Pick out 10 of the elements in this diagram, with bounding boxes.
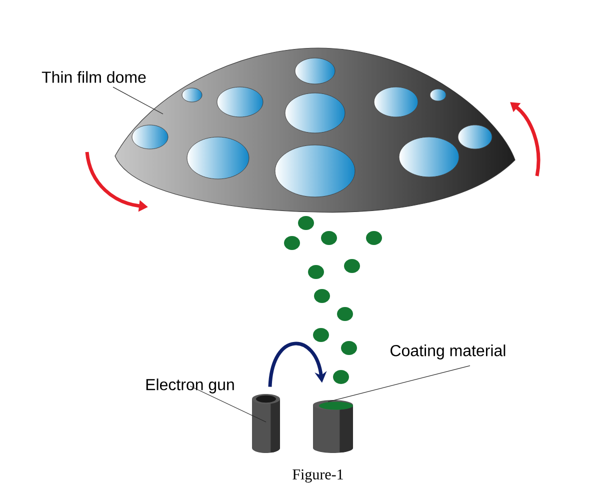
label-text: Thin film dome — [42, 71, 146, 83]
label-text: Electron gun — [146, 378, 234, 394]
cylinder-drawing — [252, 394, 280, 453]
caption: Figure-1 — [292, 469, 343, 483]
leader-line — [190, 386, 266, 422]
leader-line — [112, 86, 164, 114]
cylinder-drawing — [313, 400, 353, 453]
label-text: Coating material — [390, 344, 506, 360]
beam-arrow — [268, 342, 327, 387]
material-ellipse — [319, 402, 353, 410]
